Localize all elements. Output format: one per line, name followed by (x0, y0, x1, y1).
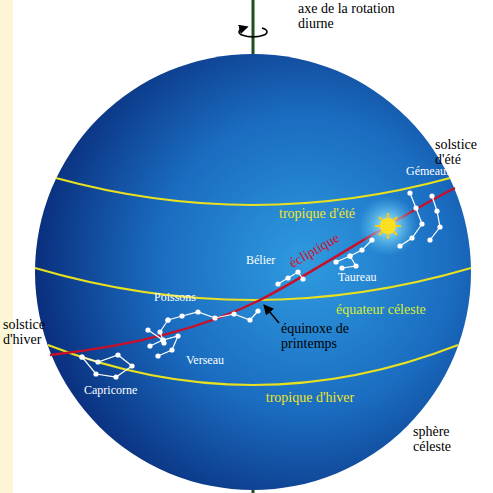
star (407, 190, 412, 195)
rotation-arrow (239, 28, 267, 37)
star (160, 337, 165, 342)
star (79, 354, 84, 359)
sun-glow (358, 196, 418, 256)
equinox-label: équinoxe de printemps (281, 322, 371, 351)
aquarius-stars (145, 327, 180, 358)
star (275, 281, 280, 286)
capricornus-stars (79, 352, 134, 379)
star (255, 308, 260, 313)
ecliptic-line (50, 188, 455, 355)
star (160, 337, 165, 342)
star (429, 193, 434, 198)
star (157, 329, 162, 334)
star (427, 237, 432, 242)
equator-label: équateur céleste (336, 303, 446, 318)
star (413, 205, 418, 210)
star (95, 359, 100, 364)
star (175, 333, 180, 338)
star (359, 247, 364, 252)
star (419, 221, 424, 226)
star (115, 352, 120, 357)
star (129, 363, 134, 368)
gemini-stars (397, 190, 442, 248)
equinox-pointer (264, 305, 279, 323)
star (339, 265, 344, 270)
constellation-name: Poissons (154, 291, 214, 304)
star (195, 309, 200, 314)
star (212, 315, 217, 320)
constellation-line (82, 355, 132, 377)
star (247, 317, 252, 322)
star (353, 263, 358, 268)
tropic-label: tropique d'été (262, 207, 372, 222)
constellations (79, 190, 442, 379)
side-strip (0, 0, 13, 493)
star (409, 235, 414, 240)
star (397, 243, 402, 248)
star (165, 317, 170, 322)
solstice-label: solstice d'été (435, 138, 490, 167)
star (347, 253, 352, 258)
star (145, 327, 150, 332)
constellation-line (168, 311, 258, 320)
star (369, 237, 374, 242)
star (347, 253, 352, 258)
star (333, 259, 338, 264)
sun (375, 213, 401, 239)
constellation-line (400, 193, 422, 246)
sphere-label: sphère céleste (413, 425, 473, 454)
constellation-name: Bélier (246, 254, 286, 267)
aries-stars (275, 269, 305, 286)
constellation-name: Verseau (186, 354, 241, 367)
constellation-name: Taureau (338, 271, 393, 284)
star (437, 224, 442, 229)
star (79, 354, 84, 359)
star (113, 374, 118, 379)
axis-label: axe de la rotation diurne (298, 2, 423, 31)
star (169, 347, 174, 352)
tropic-label: tropique d'hiver (250, 391, 370, 406)
constellation-line (148, 330, 178, 356)
star (285, 275, 290, 280)
star (434, 208, 439, 213)
star (300, 276, 305, 281)
constellation-name: Gémeaux (406, 165, 466, 178)
solstice-label: solstice d'hiver (3, 318, 58, 347)
star (155, 353, 160, 358)
star (165, 317, 170, 322)
celestial-sphere (35, 54, 471, 490)
constellation-line (430, 196, 440, 240)
winter-tropic (48, 345, 458, 385)
star (93, 371, 98, 376)
star (147, 343, 152, 348)
celestial-equator (35, 268, 471, 300)
star (179, 313, 184, 318)
constellation-name: Capricorne (84, 384, 159, 397)
star (231, 311, 236, 316)
pisces-stars (157, 308, 260, 345)
star (295, 269, 300, 274)
